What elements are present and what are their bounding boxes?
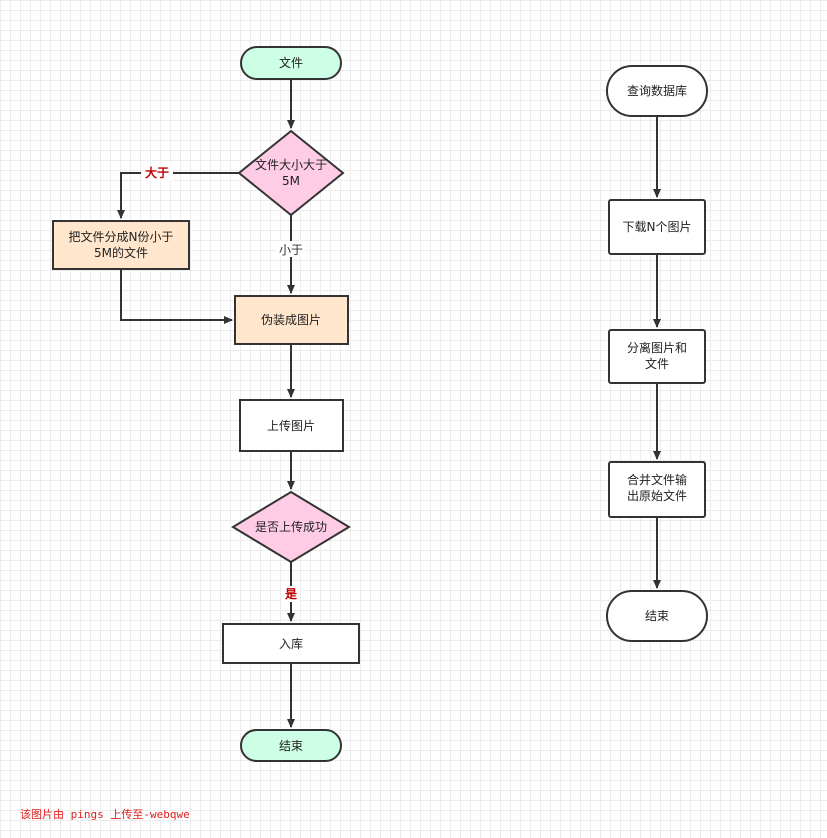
node-size-check: 文件大小大于 5M [237,129,345,217]
node-merge-line1: 合并文件输 [627,472,687,487]
node-store: 入库 [222,623,360,664]
label-greater: 大于 [145,165,169,180]
node-merge-line2: 出原始文件 [627,488,687,503]
node-end-right: 结束 [606,590,708,642]
node-end-left-label: 结束 [279,739,303,753]
node-start: 文件 [240,46,342,80]
node-split: 把文件分成N份小于 5M的文件 [52,220,190,270]
node-upload: 上传图片 [239,399,344,452]
node-disguise-label: 伪装成图片 [261,313,321,327]
node-start-label: 文件 [279,55,303,70]
node-store-label: 入库 [279,636,303,651]
node-disguise: 伪装成图片 [234,295,349,345]
edge-size-check-to-split [117,172,239,219]
node-upload-check: 是否上传成功 [231,490,351,564]
node-split-line2: 5M的文件 [94,245,148,260]
node-separate: 分离图片和 文件 [608,329,706,384]
node-separate-line1: 分离图片和 [627,340,687,355]
node-size-check-line2: 5M [282,174,300,188]
node-split-line1: 把文件分成N份小于 [69,229,174,244]
label-yes: 是 [284,587,298,601]
node-separate-line2: 文件 [645,356,669,371]
node-upload-label: 上传图片 [267,418,315,433]
node-query-label: 查询数据库 [627,83,687,98]
node-upload-check-label: 是否上传成功 [255,519,327,534]
node-merge: 合并文件输 出原始文件 [608,461,706,518]
watermark-text: 该图片由 pings 上传至-webqwe [20,808,190,821]
node-size-check-line1: 文件大小大于 [255,157,327,172]
edge-split-to-disguise [120,269,233,324]
node-download: 下载N个图片 [608,199,706,255]
node-download-label: 下载N个图片 [623,220,692,234]
node-end-left: 结束 [240,729,342,762]
left-edges [117,79,295,728]
node-end-right-label: 结束 [645,609,669,623]
edge-labels: 大于 小于 是 [141,165,306,602]
node-query: 查询数据库 [606,65,708,117]
label-less: 小于 [279,243,303,257]
